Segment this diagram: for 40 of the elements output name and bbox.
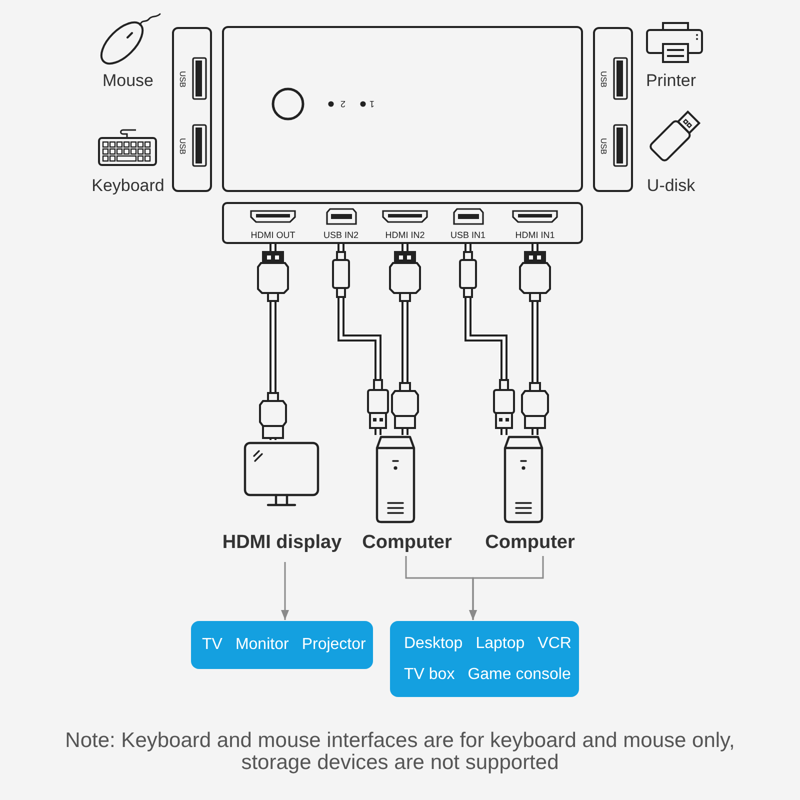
device-label: Computer <box>362 531 452 555</box>
peripheral-label: Printer <box>646 71 696 91</box>
usb-port-panel <box>172 27 212 192</box>
port-label: HDMI IN1 <box>515 230 555 241</box>
cable <box>459 242 515 435</box>
device-label: HDMI display <box>222 531 342 555</box>
device-group-panel <box>390 621 579 697</box>
port-panel <box>222 202 583 244</box>
port-label: HDMI OUT <box>250 230 296 241</box>
arrow <box>281 562 289 620</box>
note-text: Note: Keyboard and mouse interfaces are for keyboard and mouse only, storage devices are not supported <box>64 730 736 774</box>
peripheral-label: Mouse <box>102 71 154 91</box>
device-label: Computer <box>485 531 575 555</box>
device-type-label: Monitor <box>235 635 289 655</box>
port-label: USB <box>599 71 608 88</box>
cable <box>519 242 551 435</box>
device-type-label: VCR <box>538 634 572 654</box>
kvm-switch-body <box>222 26 583 192</box>
device-group-panel <box>191 621 373 669</box>
port-label: HDMI IN2 <box>385 230 425 241</box>
arrow <box>469 556 544 620</box>
device-type-label: TV box <box>404 664 455 684</box>
usb-port-panel <box>593 27 633 192</box>
led-label: 2 <box>340 98 346 109</box>
port-label: USB IN2 <box>324 230 358 241</box>
device-type-label: Projector <box>302 635 366 655</box>
device-type-label: Game console <box>468 664 571 684</box>
port-label: USB IN1 <box>450 230 486 241</box>
cable <box>257 242 289 440</box>
peripheral-label: Keyboard <box>92 176 164 196</box>
peripheral-label: U-disk <box>646 176 696 196</box>
cable <box>389 242 421 435</box>
port-label: USB <box>599 138 608 154</box>
port-label: USB <box>178 138 187 154</box>
device-type-label: Desktop <box>404 634 463 654</box>
device-type-label: TV <box>202 635 222 655</box>
device-type-label: Laptop <box>476 634 525 654</box>
port-label: USB <box>178 71 187 88</box>
cable <box>332 242 389 435</box>
led-label: 1 <box>370 98 374 109</box>
